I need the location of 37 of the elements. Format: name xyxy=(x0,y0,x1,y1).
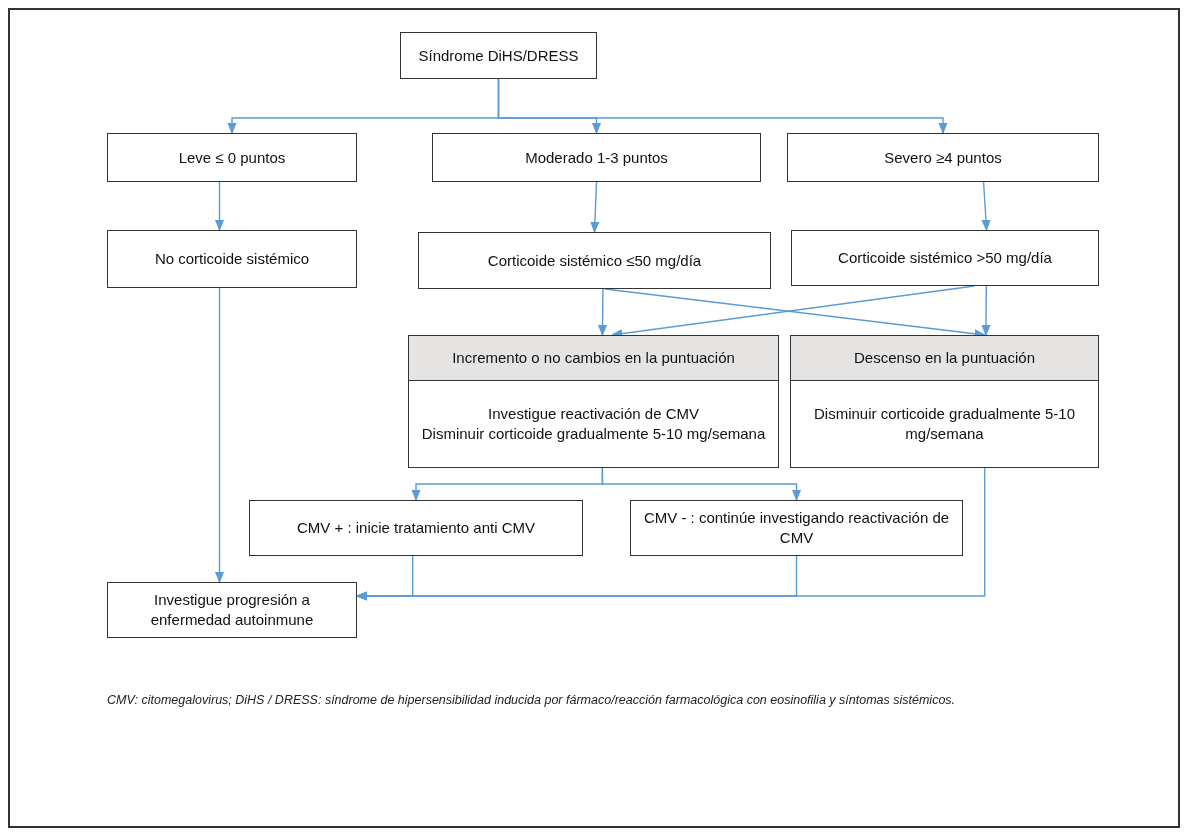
arrow xyxy=(601,467,801,501)
arrow xyxy=(981,285,991,336)
box-text: Corticoide sistémico >50 mg/día xyxy=(838,248,1052,268)
arrow xyxy=(215,181,224,231)
process-box xyxy=(107,230,357,288)
box-text: CMV + : inicie tratamiento anti CMV xyxy=(297,518,535,538)
caption: CMV: citomegalovirus; DiHS / DRESS: síndrome de hipersensibilidad inducida por fármaco/reacción farmacológica con eosinofilia y síntomas sistémicos. xyxy=(107,692,957,709)
header-text: Incremento o no cambios en la puntuación xyxy=(452,348,735,368)
process-box-with-header xyxy=(790,335,1099,468)
box-text: Severo ≥4 puntos xyxy=(884,147,1002,168)
box-text: Disminuir corticoide gradualmente 5-10 mg/semana xyxy=(813,404,1076,444)
process-box-with-header xyxy=(408,335,779,468)
process-box xyxy=(432,133,761,182)
process-box xyxy=(400,32,597,79)
box-text: No corticoide sistémico xyxy=(154,249,310,269)
box-text: Investigue reactivación de CMV xyxy=(488,404,699,424)
box-text: Investigue progresión a enfermedad autoinmune xyxy=(149,590,315,630)
arrow xyxy=(981,181,991,231)
process-box xyxy=(630,500,963,556)
box-text: Disminuir corticoide gradualmente 5-10 mg/semana xyxy=(421,424,766,444)
process-box xyxy=(107,133,357,182)
box-text: Corticoide sistémico ≤50 mg/día xyxy=(487,250,702,271)
process-box xyxy=(107,582,357,638)
arrow xyxy=(356,467,986,601)
box-text: Leve ≤ 0 puntos xyxy=(178,147,286,168)
arrow xyxy=(590,181,600,233)
process-box xyxy=(249,500,583,556)
arrow xyxy=(215,287,224,583)
process-box xyxy=(787,133,1099,182)
process-box xyxy=(418,232,771,289)
header-text: Descenso en la puntuación xyxy=(854,348,1035,368)
box-text: CMV - : continúe investigando reactivación de CMV xyxy=(642,508,951,548)
box-text: Moderado 1-3 puntos xyxy=(525,147,668,168)
process-box xyxy=(791,230,1099,286)
box-text: Síndrome DiHS/DRESS xyxy=(418,45,579,66)
arrow xyxy=(497,78,948,134)
arrow xyxy=(598,288,608,336)
